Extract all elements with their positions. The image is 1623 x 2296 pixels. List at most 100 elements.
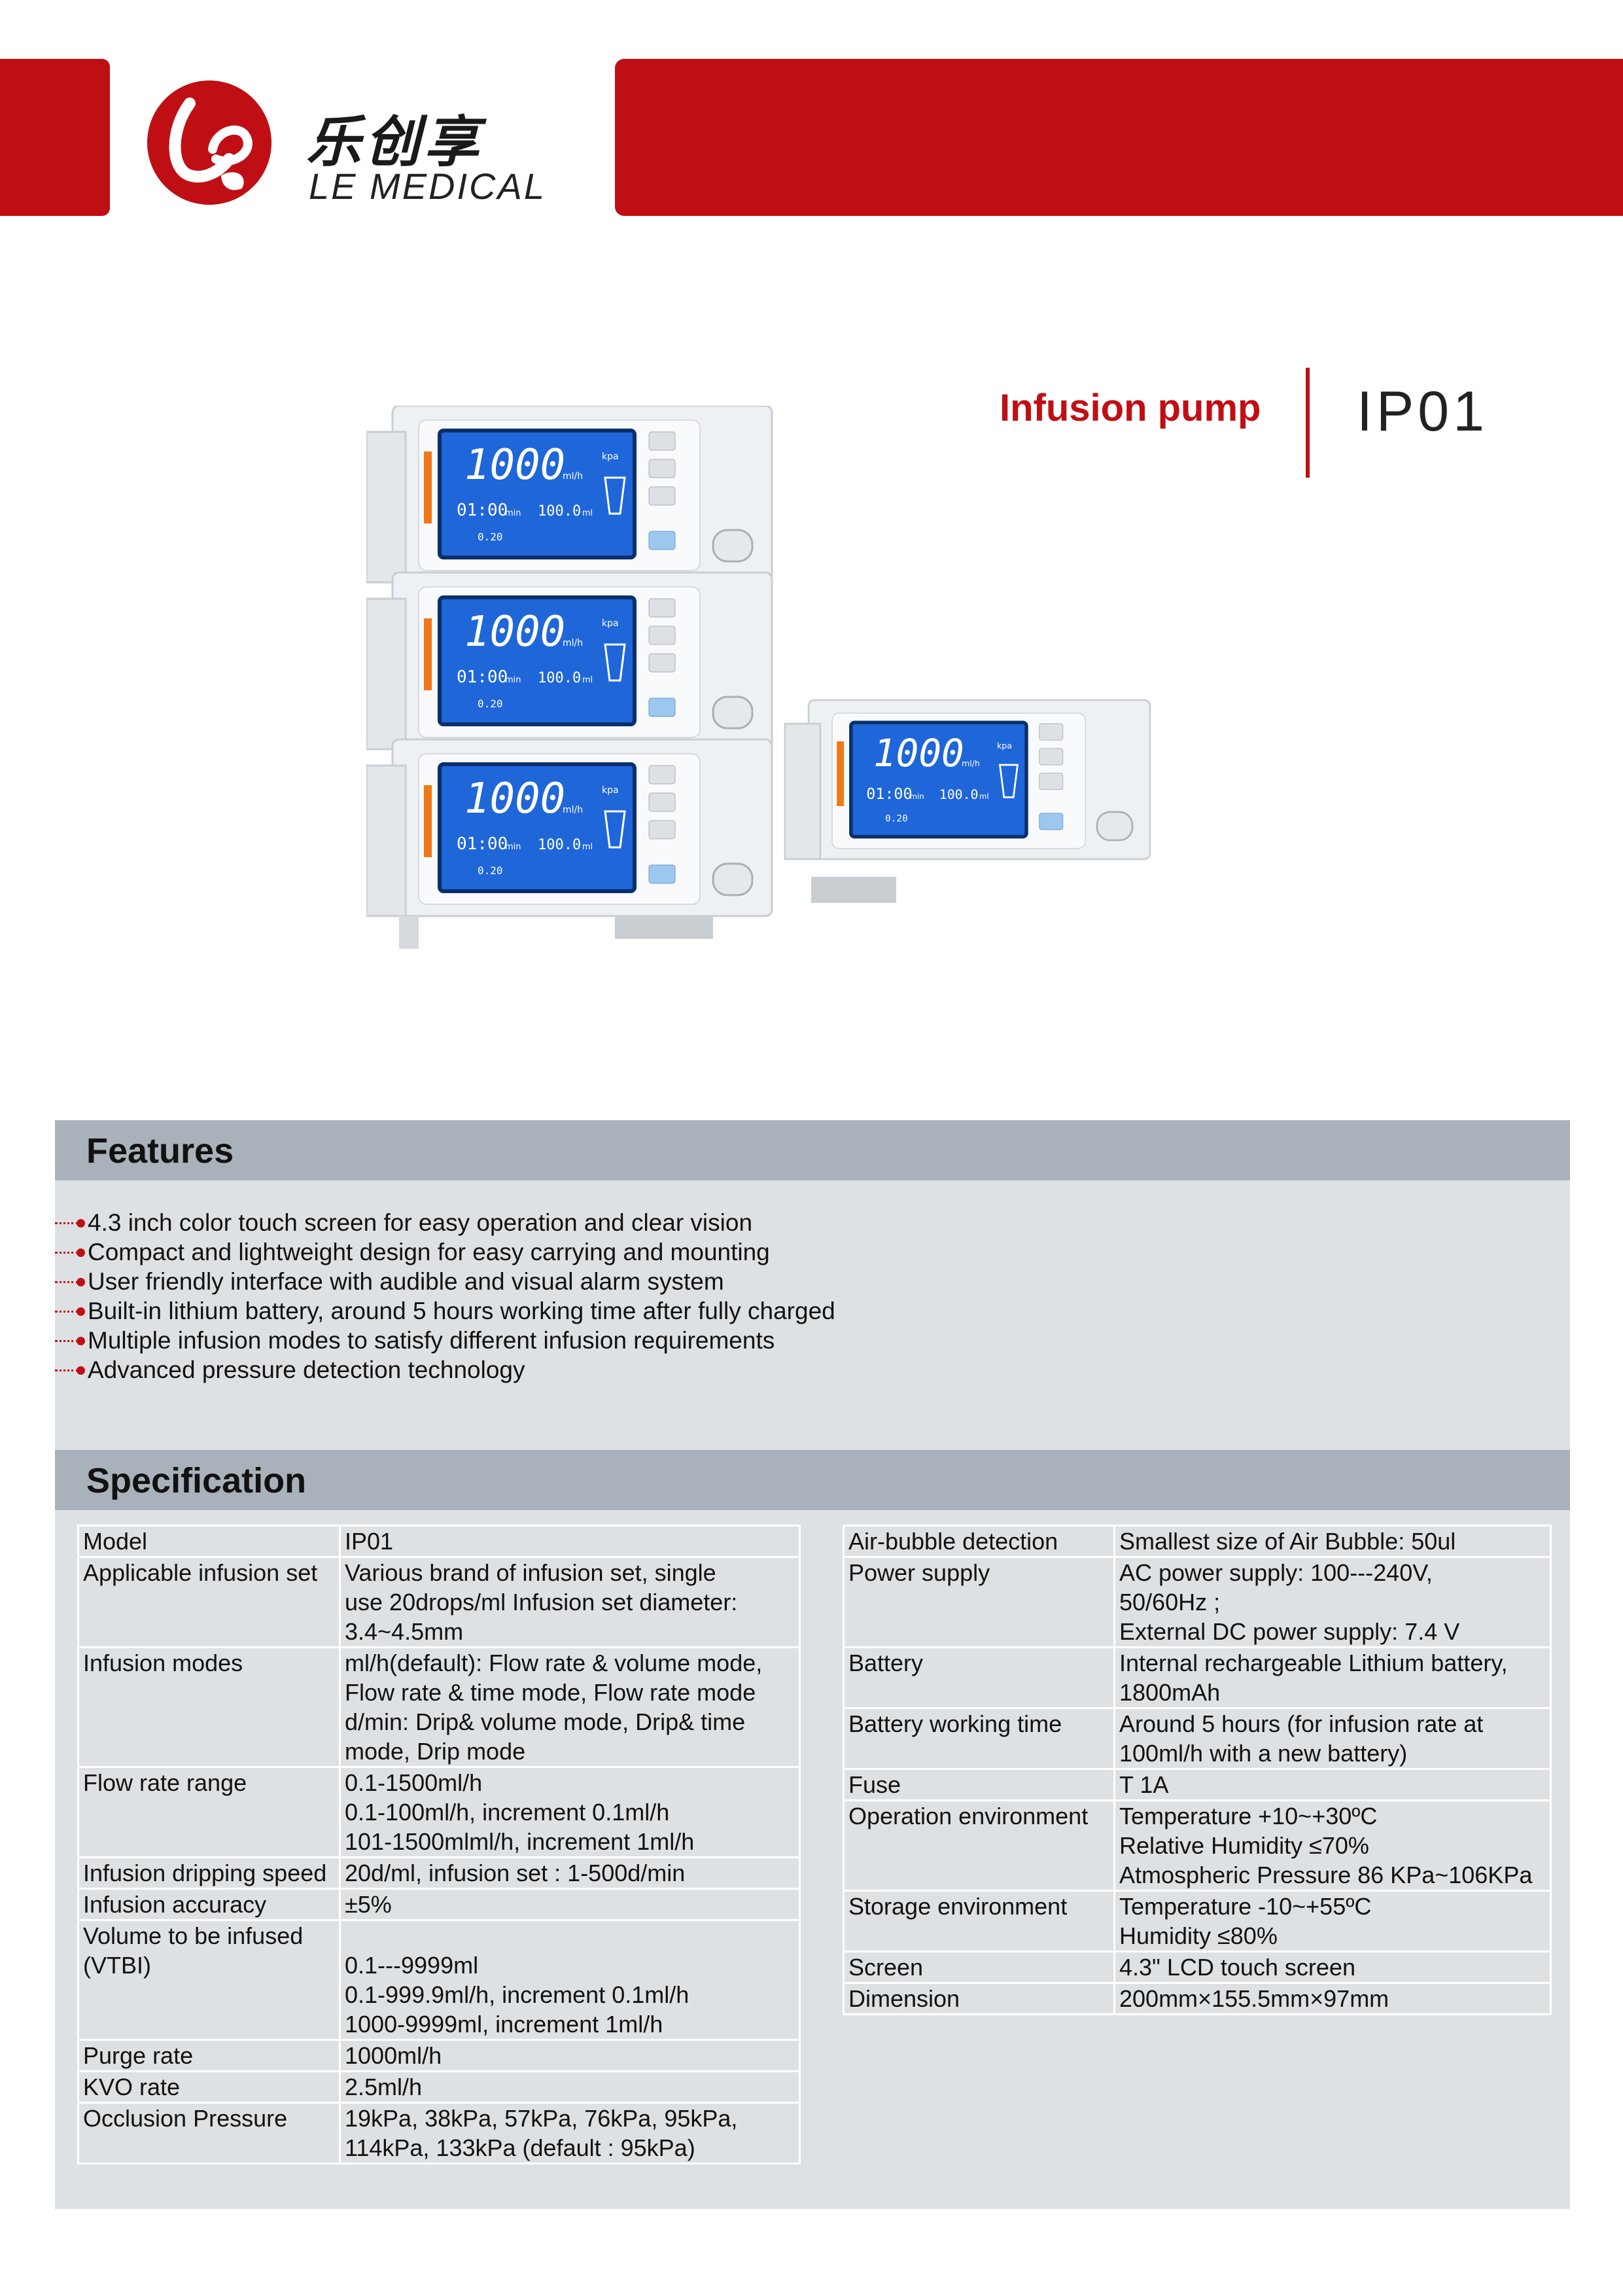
table-row: Flow rate range 0.1-1500ml/h 0.1-100ml/h… <box>77 1766 801 1858</box>
spec-value: 0.1-1500ml/h 0.1-100ml/h, increment 0.1m… <box>339 1766 801 1858</box>
spec-value: T 1A <box>1113 1768 1552 1801</box>
spec-key: Model <box>77 1525 341 1558</box>
feature-text: Advanced pressure detection technology <box>88 1356 525 1383</box>
feature-item: Built-in lithium battery, around 5 hours… <box>55 1296 835 1326</box>
spec-value: Around 5 hours (for infusion rate at 100… <box>1113 1707 1552 1770</box>
brand-name-cn: 乐创享 <box>306 110 483 174</box>
table-row: Fuse T 1A <box>843 1768 1552 1801</box>
table-row: Volume to be infused (VTBI) 0.1---9999ml… <box>77 1919 801 2041</box>
table-row: Screen 4.3" LCD touch screen <box>843 1951 1552 1984</box>
spec-value: ml/h(default): Flow rate & volume mode, … <box>339 1646 801 1768</box>
spec-value: ±5% <box>339 1888 801 1921</box>
spec-key: Storage environment <box>843 1890 1115 1952</box>
bullet-arrow-icon <box>55 1278 85 1286</box>
lcd-time: 01:00 <box>457 501 508 520</box>
spec-key: KVO rate <box>77 2070 341 2104</box>
table-row: Applicable infusion set Various brand of… <box>77 1556 801 1648</box>
feature-item: User friendly interface with audible and… <box>55 1267 835 1296</box>
lcd-time-unit: min <box>505 508 521 518</box>
feature-item: Compact and lightweight design for easy … <box>55 1237 835 1267</box>
spec-value: IP01 <box>339 1525 801 1558</box>
features-header: Features <box>55 1120 1570 1180</box>
table-row: KVO rate 2.5ml/h <box>77 2070 801 2104</box>
spec-key: Fuse <box>843 1768 1115 1801</box>
table-row: Infusion dripping speed 20d/ml, infusion… <box>77 1856 801 1890</box>
spec-value: 2.5ml/h <box>339 2070 801 2104</box>
spec-key: Volume to be infused (VTBI) <box>77 1919 341 2041</box>
product-name: Infusion pump <box>1000 387 1261 429</box>
table-row: Battery Internal rechargeable Lithium ba… <box>843 1646 1552 1709</box>
spec-value: AC power supply: 100---240V, 50/60Hz ; E… <box>1113 1556 1552 1648</box>
spec-key: Power supply <box>843 1556 1115 1648</box>
spec-key: Battery working time <box>843 1707 1115 1770</box>
features-title: Features <box>86 1131 234 1171</box>
product-image: 1000 ml/h kpa 01:00 min 100.0 ml 0.20 <box>366 406 1295 949</box>
feature-item: 4.3 inch color touch screen for easy ope… <box>55 1208 835 1237</box>
table-row: Operation environment Temperature +10~+3… <box>843 1799 1552 1892</box>
spec-key: Occlusion Pressure <box>77 2102 341 2164</box>
product-model: IP01 <box>1357 380 1488 443</box>
spec-value: 19kPa, 38kPa, 57kPa, 76kPa, 95kPa, 114kP… <box>339 2102 801 2164</box>
bullet-arrow-icon <box>55 1337 85 1345</box>
spec-key: Purge rate <box>77 2039 341 2072</box>
spec-table-right: Air-bubble detection Smallest size of Ai… <box>843 1525 1552 2015</box>
spec-key: Infusion dripping speed <box>77 1856 341 1890</box>
feature-text: Compact and lightweight design for easy … <box>88 1239 770 1265</box>
lcd-rate-unit: ml/h <box>563 471 583 482</box>
spec-value: Various brand of infusion set, single us… <box>339 1556 801 1648</box>
bullet-arrow-icon <box>55 1219 85 1227</box>
feature-text: User friendly interface with audible and… <box>88 1268 724 1295</box>
header-bar-right <box>615 59 1623 216</box>
header-bar-left <box>0 59 110 216</box>
spec-key: Applicable infusion set <box>77 1556 341 1648</box>
table-row: Infusion modes ml/h(default): Flow rate … <box>77 1646 801 1768</box>
lcd-pressure-unit: kpa <box>602 451 619 462</box>
spec-key: Screen <box>843 1951 1115 1984</box>
lcd-kvo: 0.20 <box>478 531 503 543</box>
pump-unit: 1000 ml/h kpa 01:00 min 100.0 ml 0.20 <box>366 406 773 584</box>
spec-key: Dimension <box>843 1982 1115 2015</box>
bullet-arrow-icon <box>55 1248 85 1257</box>
spec-value: 20d/ml, infusion set : 1-500d/min <box>339 1856 801 1890</box>
table-row: Battery working time Around 5 hours (for… <box>843 1707 1552 1770</box>
features-list: 4.3 inch color touch screen for easy ope… <box>55 1208 835 1385</box>
spec-value: 1000ml/h <box>339 2039 801 2072</box>
brand-name-en: LE MEDICAL <box>309 166 546 207</box>
spec-key: Battery <box>843 1646 1115 1709</box>
spec-value: Temperature -10~+55ºC Humidity ≤80% <box>1113 1890 1552 1952</box>
feature-text: 4.3 inch color touch screen for easy ope… <box>88 1209 753 1236</box>
specification-title: Specification <box>86 1461 307 1500</box>
spec-key: Air-bubble detection <box>843 1525 1115 1558</box>
title-divider <box>1306 368 1310 478</box>
spec-key: Flow rate range <box>77 1766 341 1858</box>
feature-item: Advanced pressure detection technology <box>55 1355 835 1385</box>
spec-value: Temperature +10~+30ºC Relative Humidity … <box>1113 1799 1552 1892</box>
specification-header: Specification <box>55 1450 1570 1510</box>
lcd-volume-unit: ml <box>582 508 593 518</box>
lcd-volume: 100.0 <box>538 503 581 520</box>
feature-item: Multiple infusion modes to satisfy diffe… <box>55 1326 835 1355</box>
table-row: Infusion accuracy ±5% <box>77 1888 801 1921</box>
spec-value: 4.3" LCD touch screen <box>1113 1951 1552 1984</box>
spec-value: 200mm×155.5mm×97mm <box>1113 1982 1552 2015</box>
bullet-arrow-icon <box>55 1366 85 1375</box>
feature-text: Multiple infusion modes to satisfy diffe… <box>88 1327 775 1354</box>
spec-key: Infusion accuracy <box>77 1888 341 1921</box>
table-row: Air-bubble detection Smallest size of Ai… <box>843 1525 1552 1558</box>
feature-text: Built-in lithium battery, around 5 hours… <box>88 1298 835 1324</box>
spec-value: Smallest size of Air Bubble: 50ul <box>1113 1525 1552 1558</box>
lcd-rate: 1000 <box>464 441 565 489</box>
spec-key: Operation environment <box>843 1799 1115 1892</box>
spec-key: Infusion modes <box>77 1646 341 1768</box>
spec-value: Internal rechargeable Lithium battery, 1… <box>1113 1646 1552 1709</box>
spec-value: 0.1---9999ml 0.1-999.9ml/h, increment 0.… <box>339 1919 801 2041</box>
le-medical-logo <box>147 80 271 205</box>
table-row: Power supply AC power supply: 100---240V… <box>843 1556 1552 1648</box>
bullet-arrow-icon <box>55 1307 85 1316</box>
